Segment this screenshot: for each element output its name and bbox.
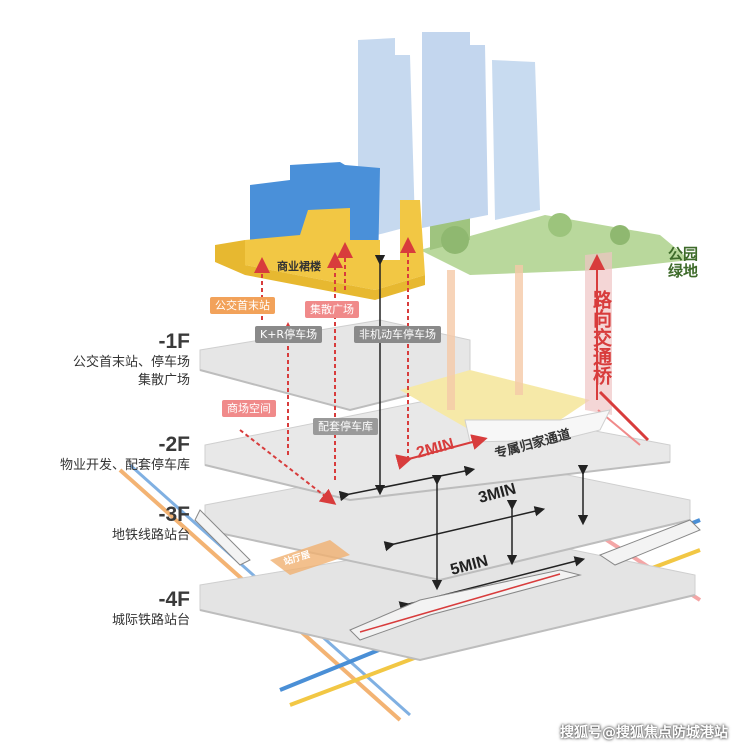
watermark: 搜狐号@搜狐焦点防城港站 xyxy=(560,725,728,741)
floor-label-3f: -3F 地铁线路站台 xyxy=(0,503,190,545)
tag-plaza: 集散广场 xyxy=(305,301,359,318)
label-commercial-podium: 商业裙楼 xyxy=(277,259,321,273)
station-hall-band xyxy=(270,540,350,575)
floor-label-4f: -4F 城际铁路站台 xyxy=(0,588,190,630)
floor-level: -2F xyxy=(158,433,191,456)
floor-desc: 物业开发、配套停车库 xyxy=(59,458,190,473)
columns xyxy=(447,265,523,410)
towers xyxy=(358,32,540,240)
floor-level: -4F xyxy=(158,588,191,611)
garden-area xyxy=(400,205,690,430)
floor-desc: 城际铁路站台 xyxy=(111,613,190,628)
floor-level: -3F xyxy=(158,503,191,526)
tag-non-motor-parking: 非机动车停车场 xyxy=(354,326,441,343)
floor-level: -1F xyxy=(158,330,191,353)
park-line1: 公园 xyxy=(668,245,699,263)
park-line2: 绿地 xyxy=(668,262,699,280)
label-road-bridge: 路向交通桥 xyxy=(590,290,612,385)
trains xyxy=(194,509,701,641)
tag-bus-terminal: 公交首末站 xyxy=(210,297,275,314)
floor-desc: 集散广场 xyxy=(137,373,190,388)
floor-desc: 公交首末站、停车场 xyxy=(72,355,190,370)
floor-label-1f: -1F 公交首末站、停车场 集散广场 xyxy=(0,330,190,390)
tag-mall-space: 商场空间 xyxy=(222,400,276,417)
label-park: 公园 绿地 xyxy=(668,246,698,280)
floor-desc: 地铁线路站台 xyxy=(111,528,190,543)
floor-label-2f: -2F 物业开发、配套停车库 xyxy=(0,433,190,475)
tag-support-parking: 配套停车库 xyxy=(313,418,378,435)
tag-kr-parking: K+R停车场 xyxy=(255,326,323,343)
